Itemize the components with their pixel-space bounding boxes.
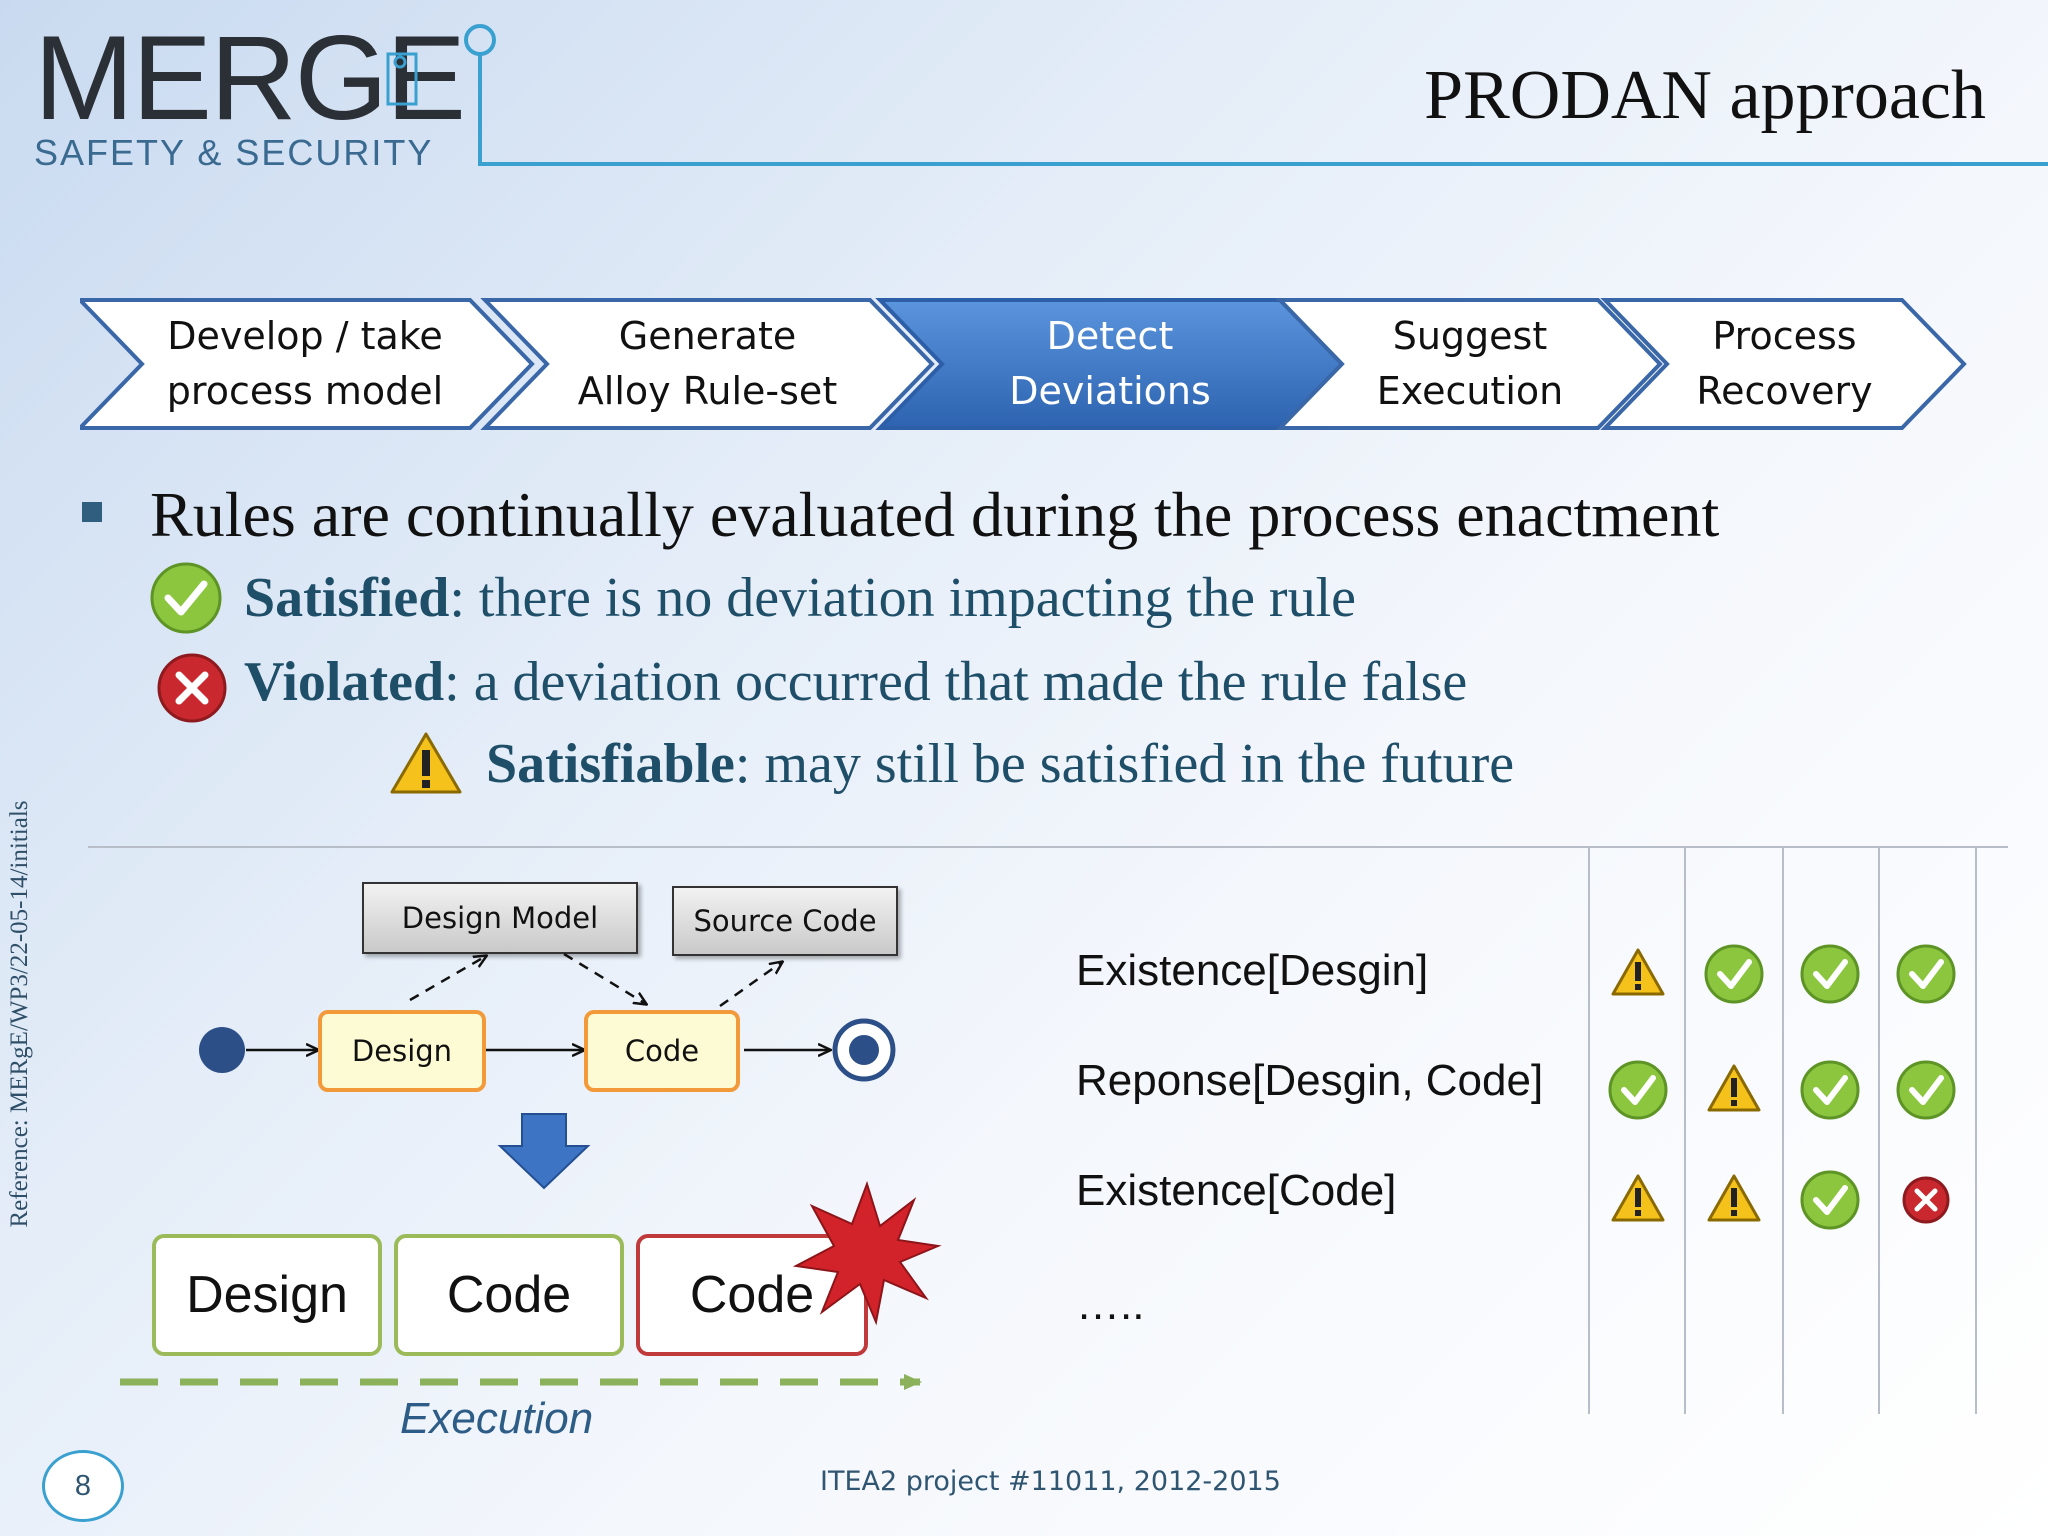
status-satisfied-icon <box>1800 1170 1860 1230</box>
start-node <box>199 1027 245 1073</box>
status-violated-icon <box>1902 1176 1950 1224</box>
rule-name-2: Reponse[Desgin, Code] <box>1076 1056 1544 1105</box>
status-satisfied-icon <box>1896 1060 1956 1120</box>
status-satisfied-icon <box>1896 944 1956 1004</box>
exec-design-box: Design <box>152 1234 382 1356</box>
column-divider <box>1588 848 1590 1414</box>
cross-icon <box>157 653 227 723</box>
rule-ellipsis: ….. <box>1076 1280 1145 1329</box>
warning-icon <box>390 732 462 794</box>
column-divider <box>1684 848 1686 1414</box>
status-satisfied-icon <box>1800 944 1860 1004</box>
design-model-box: Design Model <box>362 882 638 954</box>
main-bullet: Rules are continually evaluated during t… <box>150 479 1720 550</box>
page-number: 8 <box>42 1450 124 1522</box>
chevron-step-4 <box>1275 298 1663 430</box>
execution-label: Execution <box>400 1394 594 1443</box>
divider-line <box>88 846 2008 848</box>
logo-subtitle: SAFETY & SECURITY <box>34 132 434 173</box>
status-satisfied-icon <box>1800 1060 1860 1120</box>
explosion-icon <box>792 1180 942 1326</box>
satisfiable-line: Satisfiable: may still be satisfied in t… <box>486 733 1515 795</box>
rule-name-1: Existence[Desgin] <box>1076 946 1429 995</box>
bullet-marker <box>82 502 102 522</box>
footer-project: ITEA2 project #11011, 2012-2015 <box>820 1466 1281 1497</box>
source-code-box: Source Code <box>672 886 898 956</box>
exec-code-box: Code <box>394 1234 624 1356</box>
logo-main: MERGE <box>34 11 466 145</box>
logo-circuit-icon <box>386 24 2048 166</box>
rule-name-3: Existence[Code] <box>1076 1166 1397 1215</box>
status-satisfiable-icon <box>1707 1064 1761 1112</box>
status-satisfied-icon <box>1704 944 1764 1004</box>
satisfied-line: Satisfied: there is no deviation impacti… <box>244 567 1356 629</box>
status-satisfied-icon <box>1608 1060 1668 1120</box>
chevron-step-2 <box>480 298 935 430</box>
chevron-step-1 <box>80 298 535 430</box>
activity-code: Code <box>584 1010 740 1092</box>
column-divider <box>1782 848 1784 1414</box>
column-divider <box>1975 848 1977 1414</box>
process-chevrons <box>80 298 1967 430</box>
status-satisfiable-icon <box>1707 1174 1761 1222</box>
status-satisfiable-icon <box>1611 1174 1665 1222</box>
violated-line: Violated: a deviation occurred that made… <box>244 651 1468 713</box>
chevron-step-5 <box>1600 298 1967 430</box>
column-divider <box>1878 848 1880 1414</box>
down-arrow-icon <box>497 1113 591 1190</box>
page-title: PRODAN approach <box>1424 57 1986 134</box>
status-satisfiable-icon <box>1611 948 1665 996</box>
check-icon <box>150 562 222 634</box>
reference-text: Reference: MERgE/WP3/22-05-14/initials <box>6 800 33 1228</box>
activity-design: Design <box>318 1010 486 1092</box>
